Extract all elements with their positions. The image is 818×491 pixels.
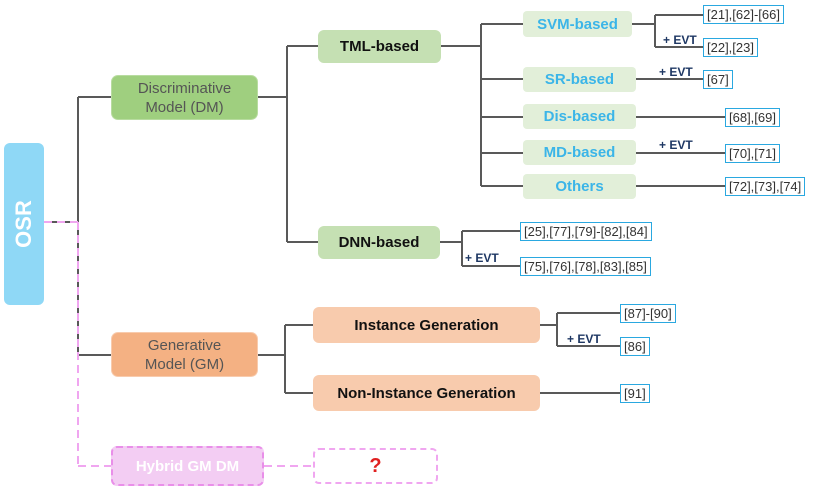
sr-based-label: SR-based	[544, 71, 615, 88]
dnn-evt-label: + EVT	[465, 251, 499, 265]
unknown-question-node: ?	[313, 448, 438, 484]
gm-label-line1: Generative	[147, 336, 222, 354]
discriminative-model-node: Discriminative Model (DM)	[111, 75, 258, 120]
instance-evt-label: + EVT	[567, 332, 601, 346]
svm-based-node: SVM-based	[523, 11, 632, 37]
non-instance-generation-node: Non-Instance Generation	[313, 375, 540, 411]
dis-refs: [68],[69]	[725, 108, 780, 127]
svm-evt-refs: [22],[23]	[703, 38, 758, 57]
md-refs: [70],[71]	[725, 144, 780, 163]
sr-based-node: SR-based	[523, 67, 636, 92]
instance-evt-refs: [86]	[620, 337, 650, 356]
hybrid-gm-dm-label: Hybrid GM DM	[135, 457, 240, 475]
generative-model-node: Generative Model (GM)	[111, 332, 258, 377]
dnn-evt-refs: [75],[76],[78],[83],[85]	[520, 257, 651, 276]
dnn-based-node: DNN-based	[318, 226, 440, 259]
others-refs: [72],[73],[74]	[725, 177, 806, 196]
sr-evt-label: + EVT	[659, 65, 693, 79]
question-mark: ?	[369, 454, 382, 477]
osr-root-label: OSR	[11, 200, 36, 248]
svm-evt-label: + EVT	[663, 33, 697, 47]
dnn-based-label: DNN-based	[338, 234, 420, 251]
dis-based-label: Dis-based	[543, 108, 616, 125]
gm-label-line2: Model (GM)	[144, 355, 225, 373]
hybrid-gm-dm-node: Hybrid GM DM	[111, 446, 264, 486]
dm-label-line1: Discriminative	[137, 79, 232, 97]
md-based-label: MD-based	[543, 144, 616, 161]
tml-based-node: TML-based	[318, 30, 441, 63]
instance-generation-node: Instance Generation	[313, 307, 540, 343]
md-evt-label: + EVT	[659, 138, 693, 152]
others-node: Others	[523, 174, 636, 199]
others-label: Others	[555, 178, 604, 195]
svm-refs: [21],[62]-[66]	[703, 5, 784, 24]
md-based-node: MD-based	[523, 140, 636, 165]
instance-generation-label: Instance Generation	[354, 316, 499, 334]
tml-based-label: TML-based	[339, 38, 420, 55]
dnn-refs: [25],[77],[79]-[82],[84]	[520, 222, 652, 241]
instance-refs: [87]-[90]	[620, 304, 676, 323]
non-instance-generation-label: Non-Instance Generation	[337, 384, 516, 402]
svm-based-label: SVM-based	[537, 15, 618, 33]
dis-based-node: Dis-based	[523, 104, 636, 129]
osr-root-node: OSR	[4, 143, 44, 305]
dm-label-line2: Model (DM)	[145, 98, 224, 116]
non-instance-refs: [91]	[620, 384, 650, 403]
sr-refs: [67]	[703, 70, 733, 89]
